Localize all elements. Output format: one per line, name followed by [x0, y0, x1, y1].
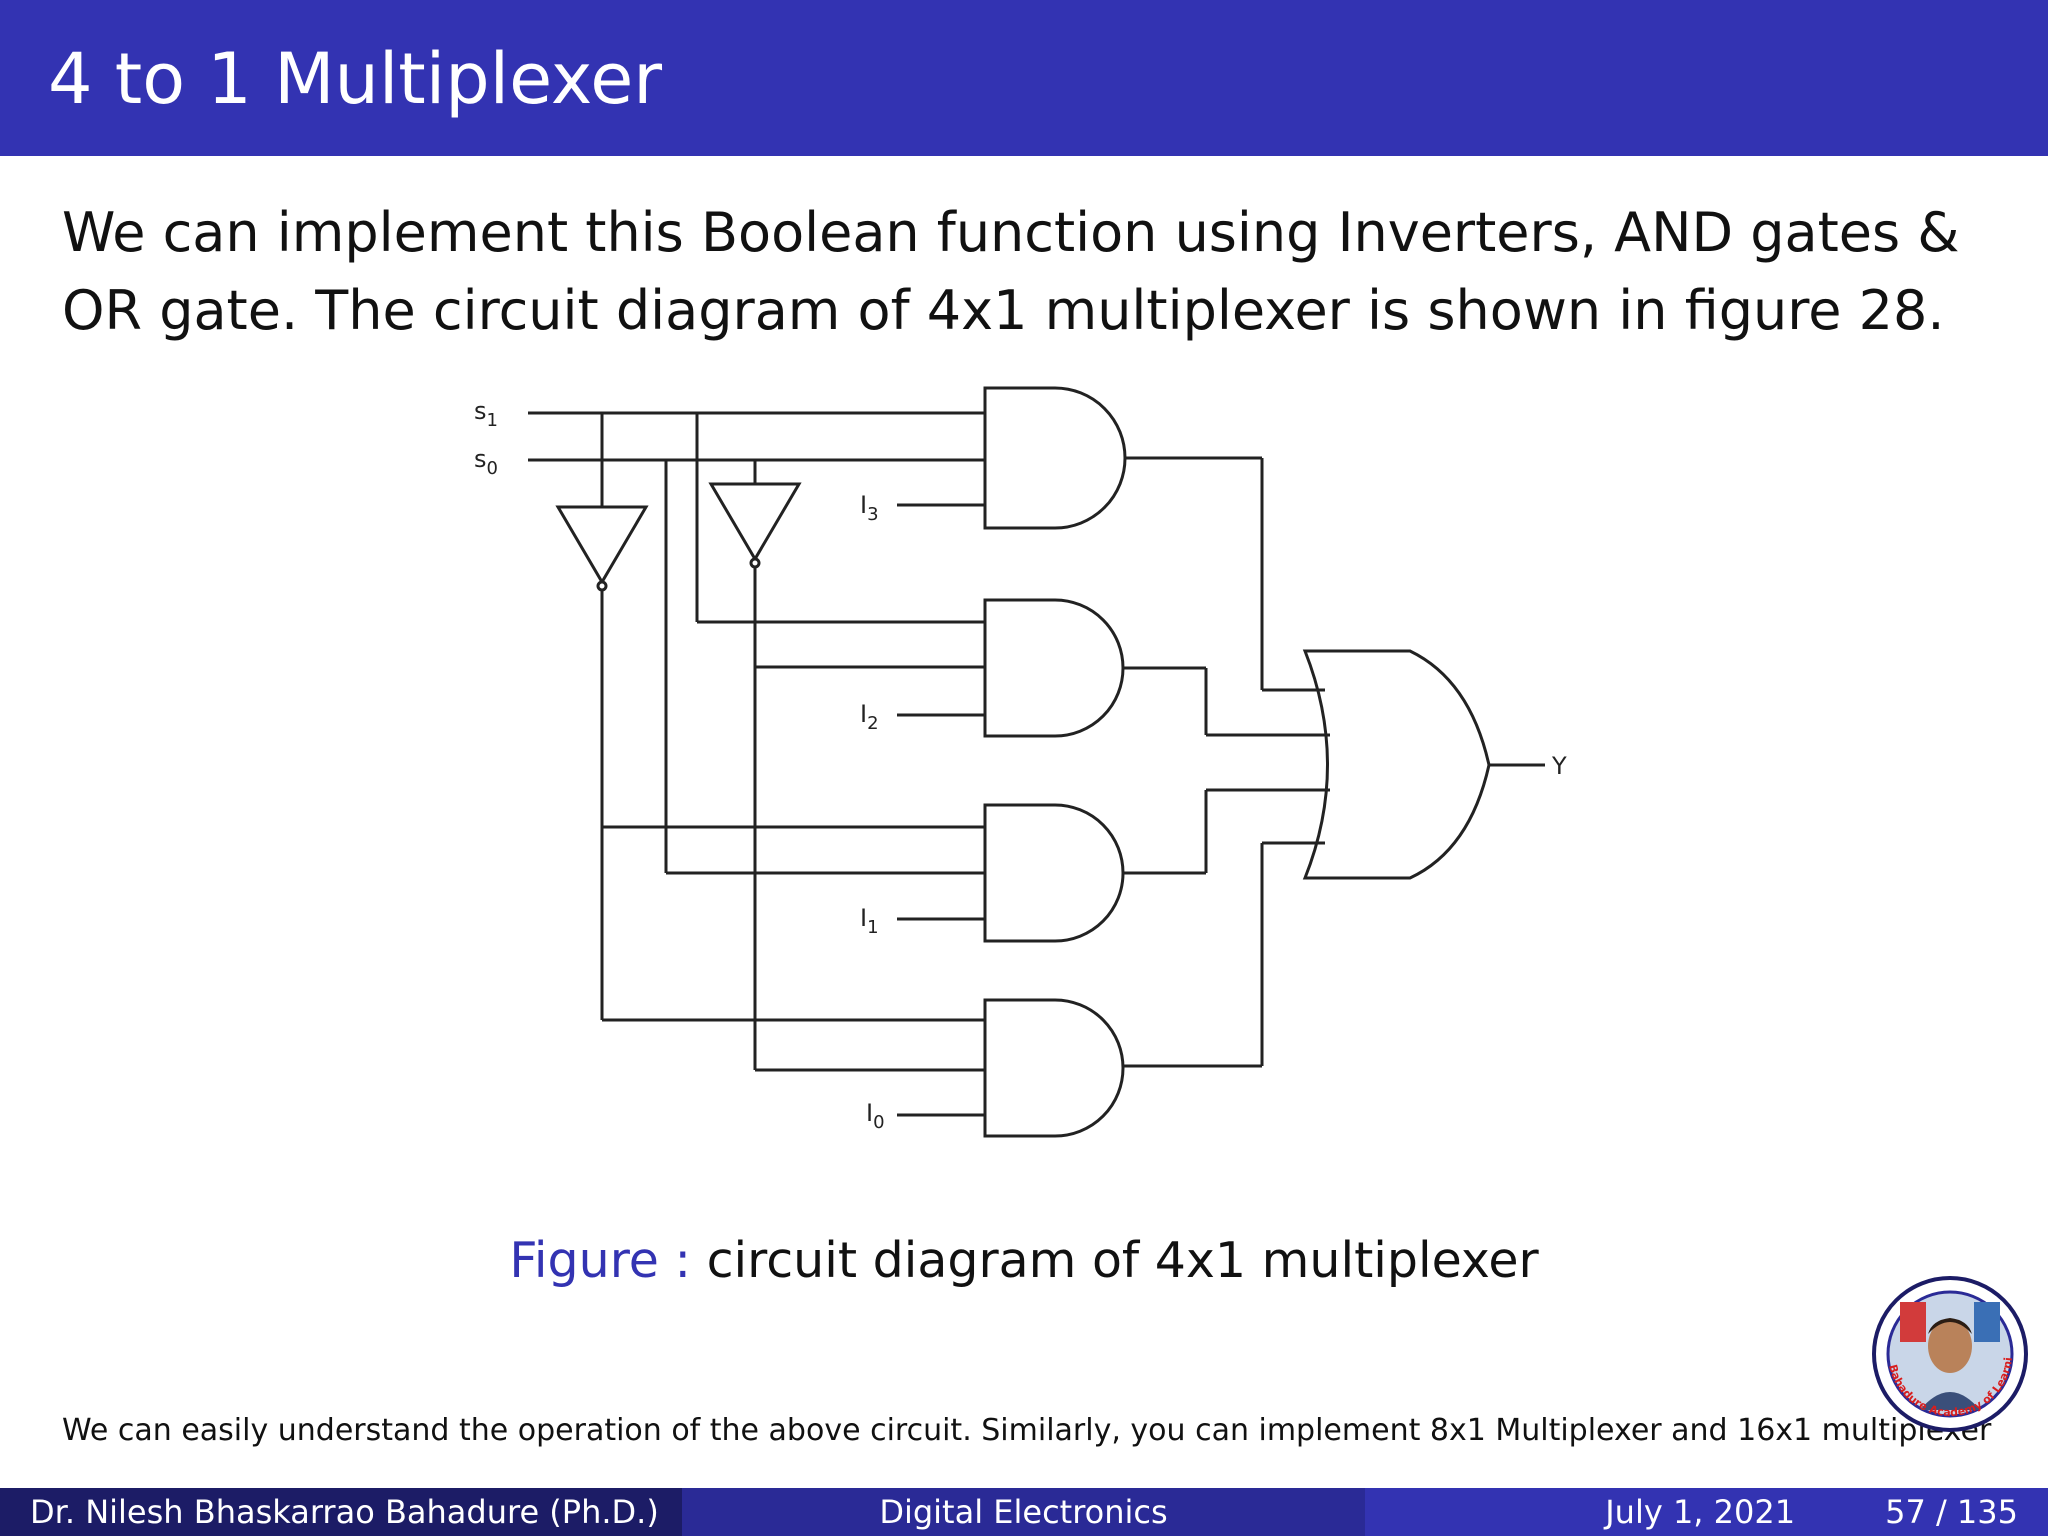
inverter-s1: [555, 505, 649, 585]
footer-right: July 1, 2021 57 / 135: [1365, 1488, 2048, 1536]
label-s1: s1: [474, 397, 498, 431]
footer-bar: Dr. Nilesh Bhaskarrao Bahadure (Ph.D.) D…: [0, 1488, 2048, 1536]
label-output-y: Y: [1551, 752, 1567, 780]
bottom-note: We can easily understand the operation o…: [62, 1413, 1992, 1448]
label-i3: I3: [860, 491, 879, 525]
inverter-s0: [708, 482, 802, 562]
and-gate-3: [983, 386, 1127, 530]
footer-date: July 1, 2021: [1605, 1493, 1796, 1531]
intro-line-2: OR gate. The circuit diagram of 4x1 mult…: [62, 279, 1945, 342]
or-gate: [1302, 649, 1491, 880]
caption-prefix: Figure :: [509, 1232, 692, 1289]
title-bar: 4 to 1 Multiplexer: [0, 0, 2048, 156]
label-i0: I0: [866, 1099, 885, 1133]
figure-caption: Figure : circuit diagram of 4x1 multiple…: [0, 1232, 2048, 1289]
presenter-avatar-logo: Bahadure Academy of Learning: [1866, 1264, 2030, 1434]
intro-paragraph: We can implement this Boolean function u…: [62, 194, 2002, 350]
footer-course: Digital Electronics: [682, 1488, 1365, 1536]
face-icon: [1928, 1319, 1972, 1373]
mux-circuit-diagram: s1 s0 I3 I2 I1 I0 Y: [474, 386, 1567, 1138]
caption-text: circuit diagram of 4x1 multiplexer: [706, 1232, 1539, 1289]
footer-author: Dr. Nilesh Bhaskarrao Bahadure (Ph.D.): [0, 1488, 682, 1536]
label-i2: I2: [860, 700, 879, 734]
footer-page-number: 57 / 135: [1885, 1493, 2018, 1531]
and-gate-2: [983, 598, 1125, 738]
label-i1: I1: [860, 904, 879, 938]
slide-title: 4 to 1 Multiplexer: [48, 38, 663, 120]
and-gate-0: [983, 998, 1125, 1138]
label-s0: s0: [474, 445, 498, 479]
intro-line-1: We can implement this Boolean function u…: [62, 201, 1960, 264]
and-gate-1: [983, 803, 1125, 943]
